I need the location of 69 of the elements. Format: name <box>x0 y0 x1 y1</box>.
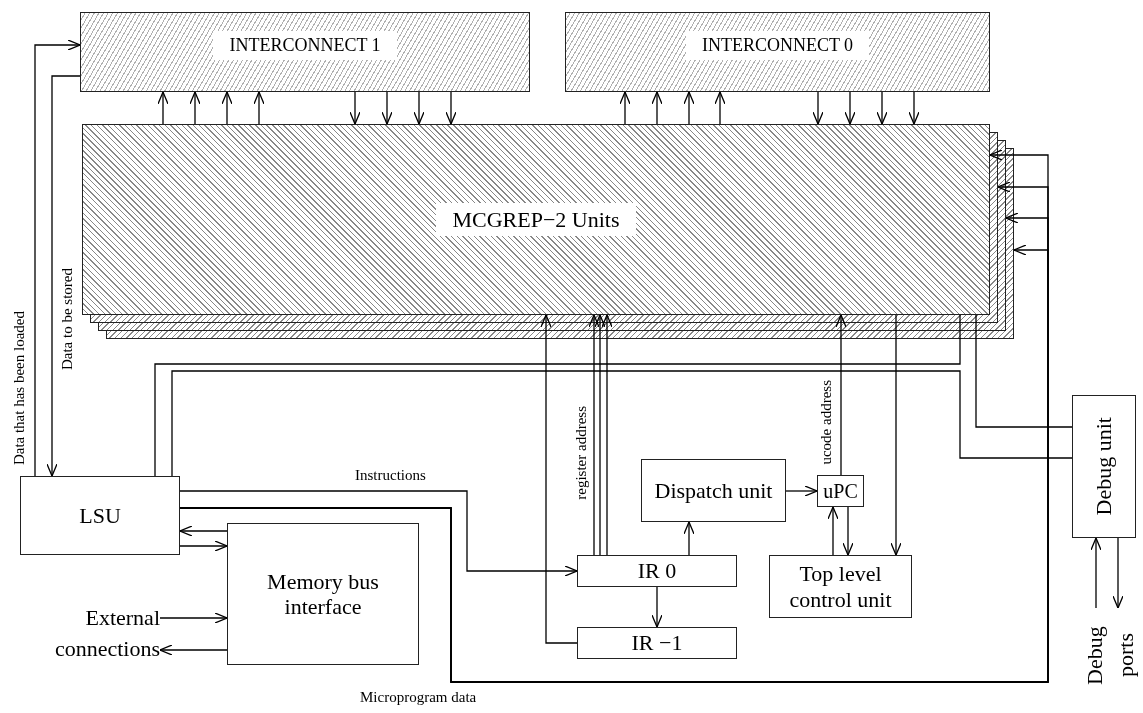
box-label: Memory bus interface <box>266 568 380 620</box>
arrow <box>1090 537 1102 609</box>
arrow <box>908 91 920 125</box>
arrow <box>651 91 663 125</box>
box-label: INTERCONNECT 1 <box>213 31 397 60</box>
box-label: IR −1 <box>631 630 683 656</box>
arrow <box>413 91 425 125</box>
box-label: uPC <box>823 479 858 503</box>
box-label: Debug unit <box>1091 417 1117 516</box>
arrow <box>594 314 606 556</box>
arrow <box>189 91 201 125</box>
arrow <box>785 485 818 497</box>
block-box <box>227 523 419 665</box>
arrow <box>827 506 839 556</box>
arrow <box>445 91 457 125</box>
arrow <box>381 91 393 125</box>
arrow <box>179 490 578 577</box>
arrow <box>683 521 695 556</box>
unit-stack-box <box>82 124 990 315</box>
arrow <box>540 314 578 644</box>
arrow <box>876 91 888 125</box>
arrow <box>253 91 265 125</box>
box-label: IR 0 <box>637 558 677 584</box>
box-label: INTERCONNECT 0 <box>685 31 870 60</box>
arrow <box>46 75 81 477</box>
arrow <box>349 91 361 125</box>
block-box <box>769 555 912 618</box>
arrow <box>179 540 228 552</box>
edge-label: Microprogram data <box>360 690 477 705</box>
arrow <box>683 91 695 125</box>
block-box <box>817 475 864 507</box>
arrow <box>34 39 81 477</box>
connection-label: Debug ports <box>1082 608 1140 703</box>
connector-line <box>154 314 961 477</box>
edge-label: Data to be stored <box>60 267 75 370</box>
arrow <box>221 91 233 125</box>
arrow <box>619 91 631 125</box>
box-label: Top level control unit <box>788 561 893 612</box>
interconnect-box <box>565 12 990 92</box>
edge-label: register address <box>574 406 589 500</box>
box-label: Dispatch unit <box>654 477 773 504</box>
arrow <box>842 506 854 556</box>
block-box <box>641 459 786 522</box>
interconnect-box <box>80 12 530 92</box>
arrow <box>714 91 726 125</box>
arrow <box>159 644 228 656</box>
arrow <box>651 586 663 628</box>
box-label: LSU <box>79 502 121 529</box>
arrow <box>179 525 228 537</box>
block-box <box>577 555 737 587</box>
arrow <box>601 314 613 556</box>
arrow <box>812 91 824 125</box>
block-box <box>1072 395 1136 538</box>
arrow <box>844 91 856 125</box>
edge-label: Data that has been loaded <box>12 310 27 465</box>
arrow <box>890 314 902 556</box>
edge-label: ucode address <box>819 380 834 465</box>
arrow <box>835 314 847 476</box>
connection-label: External connections <box>18 600 160 668</box>
edge-label: Instructions <box>355 468 426 483</box>
arrow <box>159 612 228 624</box>
connector-line <box>975 314 1073 428</box>
box-label: MCGREP−2 Units <box>436 202 636 237</box>
block-box <box>20 476 180 555</box>
arrow <box>157 91 169 125</box>
arrow <box>1112 537 1124 609</box>
connector-line <box>171 370 1073 477</box>
block-box <box>577 627 737 659</box>
arrow <box>588 314 600 556</box>
